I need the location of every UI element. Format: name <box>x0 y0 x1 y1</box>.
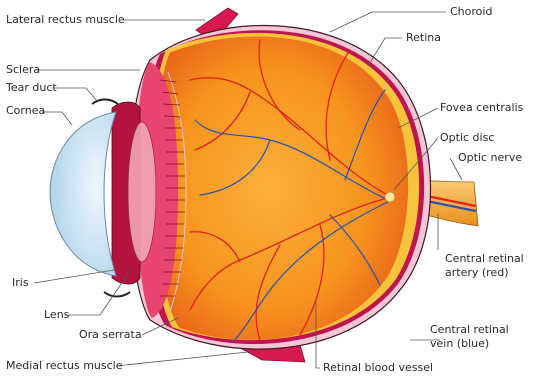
label-central-retinal-artery-2: artery (red) <box>445 266 509 279</box>
label-optic-nerve: Optic nerve <box>458 151 522 164</box>
label-ora-serrata: Ora serrata <box>79 328 142 341</box>
tear-duct-lower <box>104 292 130 297</box>
label-retina: Retina <box>406 31 441 44</box>
label-cornea: Cornea <box>6 104 45 117</box>
label-fovea-centralis: Fovea centralis <box>440 101 524 114</box>
label-central-retinal-vein-2: vein (blue) <box>430 337 489 350</box>
label-optic-disc: Optic disc <box>440 131 494 144</box>
label-lateral-rectus-muscle: Lateral rectus muscle <box>6 13 125 26</box>
label-medial-rectus-muscle: Medial rectus muscle <box>6 359 123 372</box>
label-sclera: Sclera <box>6 63 40 76</box>
vitreous-body <box>155 37 408 340</box>
cornea <box>50 112 116 276</box>
lens <box>128 122 156 262</box>
label-central-retinal-vein-1: Central retinal <box>430 323 509 336</box>
label-choroid: Choroid <box>450 5 492 18</box>
label-tear-duct: Tear duct <box>5 81 57 94</box>
optic-disc <box>385 192 395 202</box>
label-retinal-blood-vessel: Retinal blood vessel <box>323 361 433 374</box>
label-central-retinal-artery-1: Central retinal <box>445 252 524 265</box>
label-lens: Lens <box>44 308 70 321</box>
tear-duct-upper <box>92 100 118 105</box>
label-iris: Iris <box>12 276 29 289</box>
